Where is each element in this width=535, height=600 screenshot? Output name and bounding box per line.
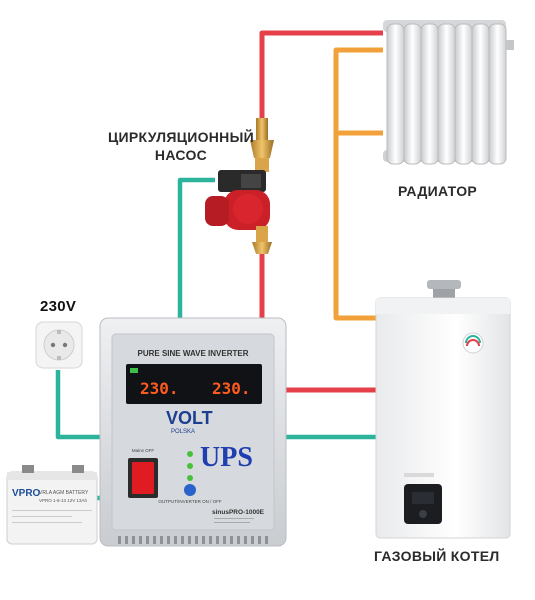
mains-switch-label: Mains OFF xyxy=(132,448,155,453)
teal-wire xyxy=(55,177,383,501)
pump-label: ЦИРКУЛЯЦИОННЫЙ НАСОС xyxy=(96,128,266,164)
status-led-2 xyxy=(187,463,193,469)
ups-model: sinusPRO-1000E xyxy=(212,509,265,516)
ups-inverter: PURE SINE WAVE INVERTER 230. 230. VOLT P… xyxy=(99,317,287,547)
red-pipe xyxy=(259,30,383,393)
ups-vent xyxy=(118,536,268,544)
orange-pipe xyxy=(333,47,383,321)
pump-label-line1: ЦИРКУЛЯЦИОННЫЙ xyxy=(108,129,254,145)
ups-header: PURE SINE WAVE INVERTER xyxy=(138,349,249,358)
battery-brand: VPRO xyxy=(12,488,41,499)
battery-text: VRLA AGM BATTERY xyxy=(39,490,89,496)
wall-socket xyxy=(35,321,83,369)
inverter-button-label: OUTPUT/INVERTER ON / OFF xyxy=(158,499,221,504)
ups-display-left: 230. xyxy=(140,379,179,398)
ups-tag: UPS xyxy=(200,442,253,473)
ups-display xyxy=(126,364,262,404)
ups-brand-sub: POLSKA xyxy=(171,429,195,435)
boiler-label: ГАЗОВЫЙ КОТЕЛ xyxy=(374,548,500,564)
voltage-label: 230V xyxy=(40,298,77,315)
battery: VPRO VRLA AGM BATTERY VPRO 1-6-13 12V 13… xyxy=(6,465,98,545)
ups-display-right: 230. xyxy=(212,379,251,398)
ups-brand: VOLT xyxy=(166,408,213,428)
status-led-1 xyxy=(187,451,193,457)
status-led-3 xyxy=(187,475,193,481)
circulation-pump xyxy=(205,118,274,254)
battery-spec: VPRO 1-6-13 12V 13Ah xyxy=(39,498,88,503)
gas-boiler xyxy=(375,280,511,539)
pump-label-line2: НАСОС xyxy=(154,147,208,163)
radiator-label: РАДИАТОР xyxy=(398,183,478,199)
inverter-button xyxy=(184,484,196,496)
radiator xyxy=(383,20,514,165)
